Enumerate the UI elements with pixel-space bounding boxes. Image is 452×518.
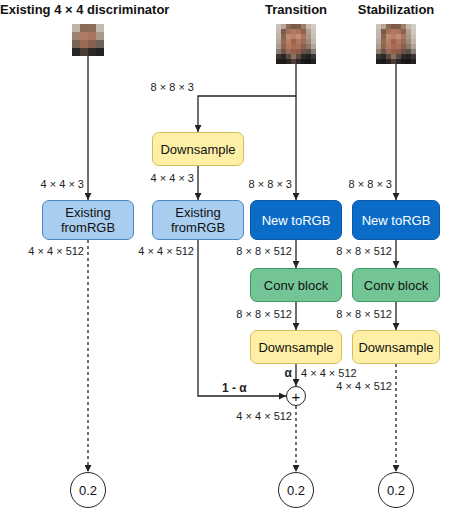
- column-heading: Stabilization: [358, 2, 435, 17]
- node-text: Conv block: [264, 278, 328, 293]
- output-circle: 0.2: [70, 472, 106, 508]
- downsample-box: Downsample: [250, 330, 342, 364]
- node-text: Conv block: [364, 278, 428, 293]
- node-text: New toRGB: [362, 213, 431, 228]
- dimension-label: 8 × 8 × 3: [249, 178, 292, 191]
- dimension-label: 8 × 8 × 512: [236, 245, 292, 258]
- dimension-label: 4 × 4 × 3: [41, 178, 84, 191]
- output-circle: 0.2: [378, 472, 414, 508]
- conv-box: Conv block: [352, 268, 440, 302]
- node-text: Existing fromRGB: [43, 205, 133, 235]
- input-branch-line: [198, 96, 296, 132]
- dimension-label: 8 × 8 × 3: [151, 81, 194, 94]
- sum-circle: +: [286, 386, 306, 406]
- edge-label: α: [285, 367, 292, 380]
- downsample-box: Downsample: [352, 330, 440, 364]
- existing-layer-box: Existing fromRGB: [42, 200, 134, 240]
- node-text: New toRGB: [262, 213, 331, 228]
- node-text: 0.2: [79, 483, 97, 498]
- connector: [395, 364, 396, 472]
- input-line: [395, 64, 396, 200]
- new-layer-box: New toRGB: [250, 200, 342, 240]
- downsample-box: Downsample: [152, 132, 244, 166]
- dimension-label: 8 × 8 × 512: [336, 245, 392, 258]
- new-layer-box: New toRGB: [352, 200, 440, 240]
- edge-layer: [88, 166, 396, 472]
- output-circle: 0.2: [278, 472, 314, 508]
- column-heading: Transition: [265, 2, 327, 17]
- column-heading: Existing 4 × 4 discriminator: [0, 2, 169, 17]
- node-text: Downsample: [358, 340, 433, 355]
- node-text: Downsample: [258, 340, 333, 355]
- input-image-8x8: [276, 24, 316, 64]
- existing-layer-box: Existing fromRGB: [152, 200, 244, 240]
- input-lines: [88, 56, 396, 200]
- edge-label: 1 - α: [222, 382, 247, 395]
- connector: [395, 302, 396, 330]
- connector: [197, 166, 198, 200]
- node-text: Downsample: [160, 142, 235, 157]
- dimension-label: 8 × 8 × 512: [336, 308, 392, 321]
- connector: [295, 240, 296, 268]
- node-text: +: [292, 389, 301, 404]
- dimension-label: 4 × 4 × 3: [151, 172, 194, 185]
- input-image-8x8: [376, 24, 416, 64]
- connector: [395, 240, 396, 268]
- connector: [87, 240, 88, 472]
- node-text: 0.2: [287, 483, 305, 498]
- dimension-label: 4 × 4 × 512: [301, 367, 357, 380]
- input-image-4x4: [72, 24, 104, 56]
- dimension-label: 8 × 8 × 512: [236, 308, 292, 321]
- connector: [295, 406, 296, 472]
- input-line: [87, 56, 88, 200]
- connector: [295, 364, 296, 386]
- node-text: Existing fromRGB: [153, 205, 243, 235]
- dimension-label: 4 × 4 × 512: [28, 245, 84, 258]
- dimension-label: 4 × 4 × 512: [138, 245, 194, 258]
- node-text: 0.2: [387, 483, 405, 498]
- conv-box: Conv block: [250, 268, 342, 302]
- dimension-label: 4 × 4 × 512: [336, 380, 392, 393]
- input-line: [295, 64, 296, 200]
- connector: [295, 302, 296, 330]
- dimension-label: 4 × 4 × 512: [236, 410, 292, 423]
- dimension-label: 8 × 8 × 3: [349, 178, 392, 191]
